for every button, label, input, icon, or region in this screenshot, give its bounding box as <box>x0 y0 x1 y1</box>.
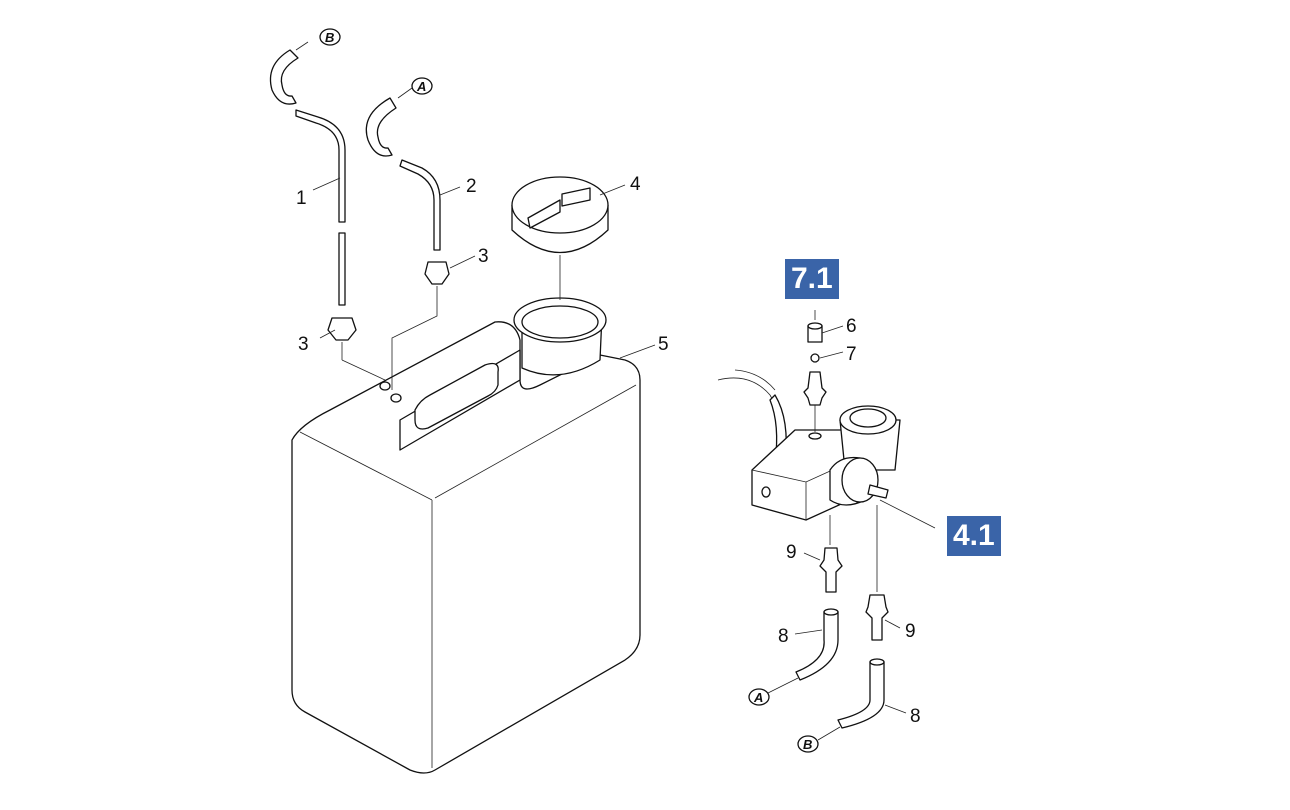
reference-4-1-link[interactable]: 4.1 <box>947 516 1001 556</box>
hoses-part-8 <box>795 608 885 729</box>
label-part-3: 3 <box>478 246 489 267</box>
label-part-9: 9 <box>905 621 916 642</box>
label-part-2: 2 <box>466 176 477 197</box>
svg-text:B: B <box>803 737 812 752</box>
connector-b-bottom: B <box>797 735 819 753</box>
label-part-4: 4 <box>630 174 641 195</box>
svg-text:A: A <box>416 79 426 94</box>
connector-a-top: A <box>411 77 433 95</box>
hose-part-1 <box>269 49 386 381</box>
label-part-5: 5 <box>658 334 669 355</box>
hose-part-2 <box>365 97 450 390</box>
label-part-3: 3 <box>298 334 309 355</box>
label-part-7: 7 <box>846 344 857 365</box>
label-part-8: 8 <box>778 626 789 647</box>
label-part-1: 1 <box>296 188 307 209</box>
leader-lines <box>295 41 907 741</box>
connector-b-top: B <box>319 28 341 46</box>
fittings-part-9 <box>819 505 889 641</box>
cap-part-6 <box>803 322 827 432</box>
cap-part-4 <box>511 176 609 300</box>
connector-a-bottom: A <box>748 688 770 706</box>
label-part-9: 9 <box>786 542 797 563</box>
svg-text:A: A <box>753 690 763 705</box>
svg-text:B: B <box>325 30 334 45</box>
label-part-8: 8 <box>910 706 921 727</box>
canister-part-5 <box>291 297 641 774</box>
reference-7-1-link[interactable]: 7.1 <box>785 259 839 299</box>
valve-assembly <box>717 310 936 529</box>
label-part-6: 6 <box>846 316 857 337</box>
